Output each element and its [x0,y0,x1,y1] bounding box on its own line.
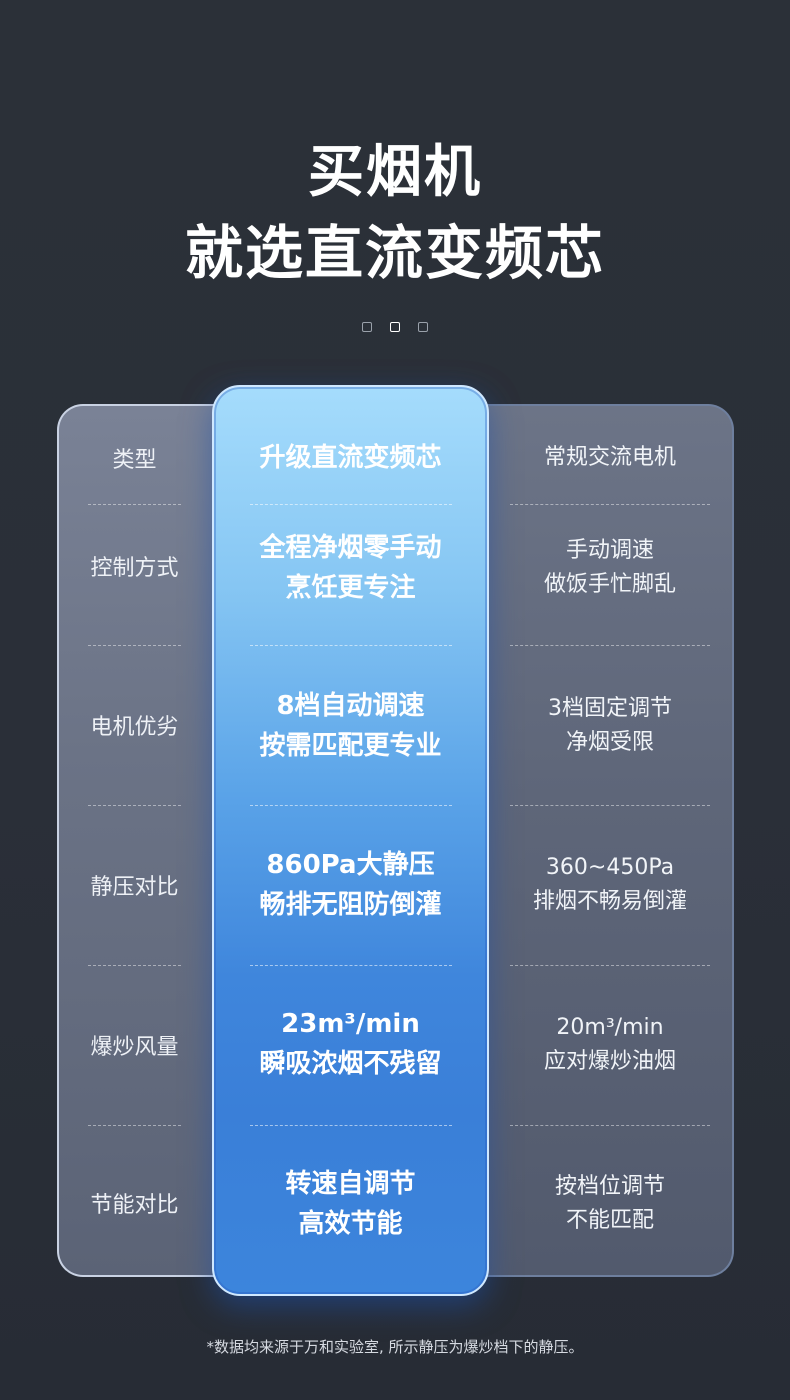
row-label-airflow: 爆炒风量 [57,1025,212,1065]
pager-dot[interactable] [362,322,372,332]
row-divider [88,645,181,646]
row-label: 电机优劣 [90,715,179,740]
regular-line: 排烟不畅易倒灌 [532,889,687,914]
upgraded-cell-pressure: 860Pa大静压 畅排无阻防倒灌 [212,845,489,925]
regular-motor-column [460,404,734,1277]
regular-line: 3档固定调节 [548,696,672,721]
regular-line: 手动调速 [565,538,654,563]
row-divider [88,965,181,966]
pager-dot[interactable] [418,322,428,332]
regular-cell-motor: 3档固定调节 净烟受限 [489,691,731,761]
row-label-control: 控制方式 [57,546,212,586]
row-label-motor: 电机优劣 [57,705,212,745]
row-divider [510,805,710,806]
title-line-1: 买烟机 [308,140,482,205]
regular-line: 不能匹配 [565,1208,654,1233]
row-divider [250,805,452,806]
regular-line: 净烟受限 [565,730,654,755]
row-label: 爆炒风量 [90,1035,179,1060]
regular-line: 360~450Pa [545,855,675,880]
regular-line: 20m³/min [556,1015,664,1040]
row-divider [88,1125,181,1126]
upgraded-line: 转速自调节 [285,1169,416,1199]
upgraded-line: 升级直流变频芯 [259,443,442,473]
row-divider [510,504,710,505]
row-divider [88,504,181,505]
pager-dot-active[interactable] [390,322,400,332]
row-divider [250,645,452,646]
upgraded-line: 高效节能 [298,1209,403,1239]
upgraded-line: 瞬吸浓烟不残留 [259,1049,442,1079]
upgraded-line: 8档自动调速 [276,691,425,721]
footnote: *数据均来源于万和实验室, 所示静压为爆炒档下的静压。 [206,1338,584,1356]
regular-line: 按档位调节 [554,1174,665,1199]
upgraded-line: 畅排无阻防倒灌 [259,890,442,920]
row-divider [88,805,181,806]
upgraded-line: 23m³/min [281,1009,420,1039]
upgraded-cell-airflow: 23m³/min 瞬吸浓烟不残留 [212,1004,489,1084]
regular-cell-control: 手动调速 做饭手忙脚乱 [489,533,731,603]
regular-line: 应对爆炒油烟 [543,1049,676,1074]
regular-cell-energy: 按档位调节 不能匹配 [489,1169,731,1239]
row-divider [250,504,452,505]
row-divider [250,965,452,966]
row-divider [510,645,710,646]
row-divider [250,1125,452,1126]
row-divider [510,1125,710,1126]
dc-motor-column [212,385,489,1296]
upgraded-line: 按需匹配更专业 [259,731,442,761]
regular-line: 做饭手忙脚乱 [543,572,676,597]
row-label-energy: 节能对比 [57,1183,212,1223]
row-label-pressure: 静压对比 [57,865,212,905]
row-label: 静压对比 [90,875,179,900]
row-label-type: 类型 [57,438,212,478]
row-divider [510,965,710,966]
upgraded-line: 全程净烟零手动 [259,533,442,563]
upgraded-cell-type: 升级直流变频芯 [212,436,489,480]
regular-cell-type: 常规交流电机 [489,438,731,478]
upgraded-line: 860Pa大静压 [266,850,435,880]
row-label: 节能对比 [90,1193,179,1218]
upgraded-cell-control: 全程净烟零手动 烹饪更专注 [212,528,489,608]
upgraded-line: 烹饪更专注 [285,573,416,603]
row-label: 类型 [112,448,157,473]
regular-cell-airflow: 20m³/min 应对爆炒油烟 [489,1010,731,1080]
upgraded-cell-energy: 转速自调节 高效节能 [212,1164,489,1244]
upgraded-cell-motor: 8档自动调速 按需匹配更专业 [212,686,489,766]
title-line-2: 就选直流变频芯 [184,219,605,287]
regular-line: 常规交流电机 [543,445,676,470]
regular-cell-pressure: 360~450Pa 排烟不畅易倒灌 [489,850,731,920]
carousel-pager [0,322,790,332]
row-label: 控制方式 [90,556,179,581]
